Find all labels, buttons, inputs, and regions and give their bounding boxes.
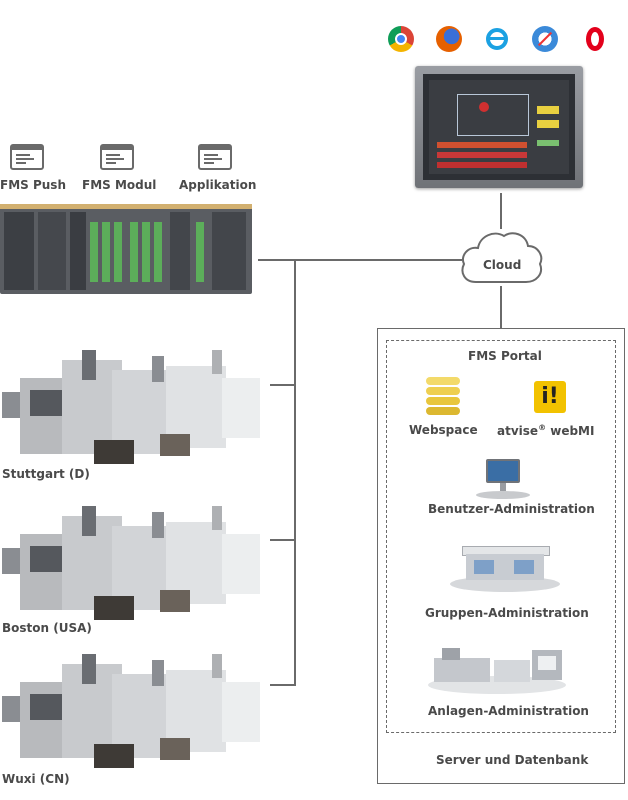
- module-label-fms-modul: FMS Modul: [82, 178, 157, 192]
- machine-stuttgart: [2, 348, 260, 466]
- portal-dashed-box: [386, 340, 616, 733]
- pavilion-icon: [450, 538, 560, 592]
- cloud-label: Cloud: [483, 258, 522, 272]
- machine-wuxi: [2, 652, 260, 770]
- touch-panel-display: [415, 66, 583, 188]
- machine-boston: [2, 504, 260, 622]
- monitor-icon: [474, 459, 532, 501]
- module-label-applikation: Applikation: [179, 178, 257, 192]
- opera-icon: [582, 26, 608, 52]
- atvise-logo-icon: i!: [534, 381, 566, 413]
- module-window-icon: [198, 144, 232, 170]
- plant-admin-label: Anlagen-Administration: [428, 704, 589, 718]
- safari-icon: [532, 26, 558, 52]
- chrome-icon: [388, 26, 414, 52]
- site-label-boston: Boston (USA): [2, 621, 92, 635]
- connector-vertical-bus: [294, 259, 296, 685]
- connector-site-stuttgart: [270, 384, 296, 386]
- connector-site-boston: [270, 539, 296, 541]
- connector-site-wuxi: [270, 684, 296, 686]
- firefox-icon: [436, 26, 462, 52]
- webspace-label: Webspace: [409, 423, 478, 437]
- site-label-stuttgart: Stuttgart (D): [2, 467, 90, 481]
- plant-icon: [428, 646, 566, 694]
- webspace-icon: [426, 377, 460, 415]
- cloud-icon: [461, 232, 543, 283]
- atvise-webmi-label: atvise® webMI: [497, 423, 595, 438]
- group-admin-label: Gruppen-Administration: [425, 606, 589, 620]
- server-database-label: Server und Datenbank: [436, 753, 589, 767]
- connector-rack-to-cloud: [258, 259, 462, 261]
- connector-cloud-to-portal: [500, 286, 502, 328]
- server-box: [377, 328, 625, 784]
- user-admin-label: Benutzer-Administration: [428, 502, 595, 516]
- module-label-fms-push: FMS Push: [0, 178, 66, 192]
- module-window-icon: [10, 144, 44, 170]
- portal-title: FMS Portal: [468, 349, 542, 363]
- plc-controller-rack: [0, 204, 252, 294]
- site-label-wuxi: Wuxi (CN): [2, 772, 70, 786]
- module-window-icon: [100, 144, 134, 170]
- ie-icon: [484, 26, 510, 52]
- connector-cloud-to-panel: [500, 193, 502, 229]
